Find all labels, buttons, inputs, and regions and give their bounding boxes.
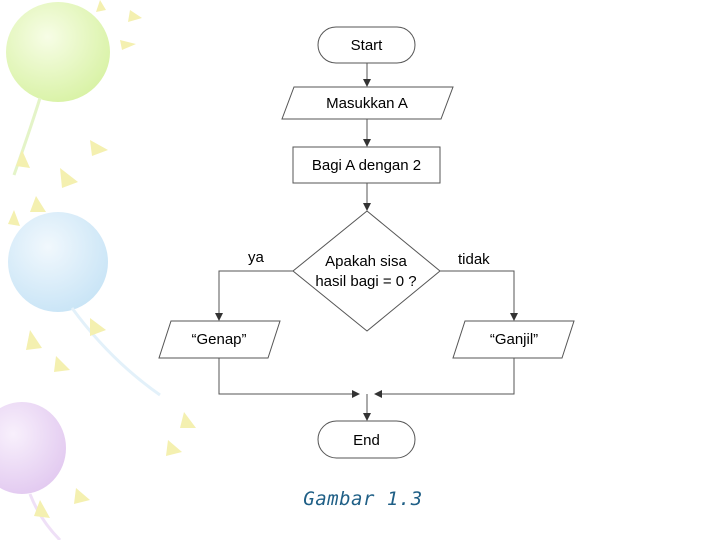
process-label: Bagi A dengan 2 [312,157,421,174]
decision-diamond: Apakah sisa hasil bagi = 0 ? [292,210,441,332]
input-label: Masukkan A [326,95,408,112]
output-even-parallelogram: “Genap” [158,320,281,359]
sparkle-icon [8,0,196,518]
output-even-label: “Genap” [191,331,246,348]
process-box: Bagi A dengan 2 [292,146,441,184]
no-branch-label: tidak [458,251,490,268]
end-label: End [353,432,380,449]
blue-balloon-icon [8,212,161,397]
start-label: Start [351,37,384,54]
figure-caption: Gambar 1.3 [303,488,423,510]
decision-label-line1: Apakah sisa [325,253,407,270]
end-terminator: End [317,420,416,459]
connector-even-merge [218,358,360,398]
connector-no-branch [440,270,518,321]
output-odd-label: “Ganjil” [490,331,538,348]
output-odd-parallelogram: “Ganjil” [452,320,575,359]
yes-branch-label: ya [248,249,265,266]
purple-balloon-icon [0,402,66,540]
decision-label-line2: hasil bagi = 0 ? [315,273,416,290]
connector-yes-branch [215,270,293,321]
start-terminator: Start [317,26,416,64]
input-parallelogram: Masukkan A [281,86,454,120]
connector-odd-merge [374,358,515,398]
